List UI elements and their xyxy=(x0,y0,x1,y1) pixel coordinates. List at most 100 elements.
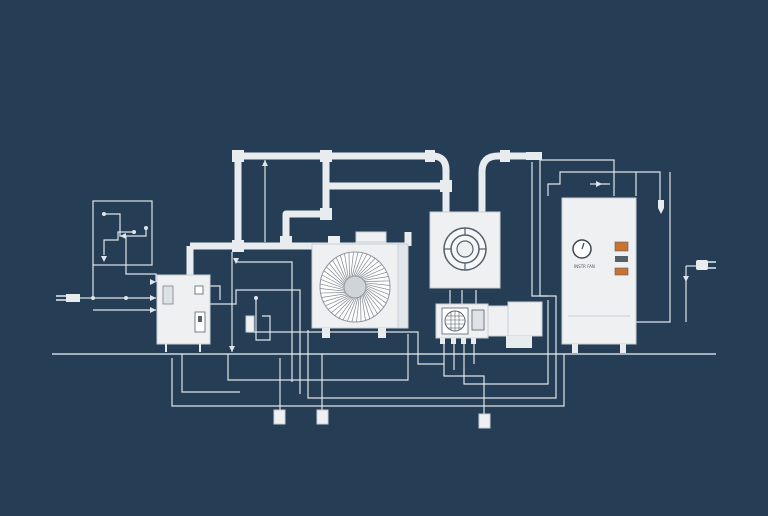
arrow-right-icon xyxy=(596,181,602,187)
fan-blade xyxy=(365,283,390,291)
pipe-coupling xyxy=(320,150,332,162)
control-box-body xyxy=(156,274,211,345)
fan-blade xyxy=(360,296,362,322)
wire xyxy=(210,289,301,394)
fan-blade xyxy=(321,293,347,298)
wire xyxy=(92,265,156,299)
condenser-side-panel xyxy=(397,243,409,329)
pump-grille-lines xyxy=(446,311,464,331)
ground-terminal xyxy=(273,409,286,425)
cabinet-foot xyxy=(620,344,626,353)
terminal-block xyxy=(245,315,255,333)
connector xyxy=(440,338,445,344)
electrical-cabinet: INSTR FAN xyxy=(561,197,637,353)
fan-blade xyxy=(347,297,357,322)
pipe-fittings xyxy=(232,150,542,252)
arrow-down-icon xyxy=(101,256,107,262)
arrow-right-icon xyxy=(150,279,156,285)
fan-blade xyxy=(320,279,345,289)
fan-blade xyxy=(360,264,383,278)
fan-hub xyxy=(343,275,367,299)
fan-blade xyxy=(325,295,349,307)
fan-blade xyxy=(353,252,363,277)
sensor-probe-icon xyxy=(658,200,664,214)
fan-blade xyxy=(351,252,359,277)
fan-blade xyxy=(344,253,349,279)
pipe-coupling xyxy=(500,150,510,162)
arrow-right-icon xyxy=(150,307,156,313)
arrow-up-icon xyxy=(262,160,268,166)
fan-blade xyxy=(365,285,390,295)
junction-dot xyxy=(144,226,148,230)
wire xyxy=(210,285,221,300)
pipe-main-loop xyxy=(234,152,450,246)
wire xyxy=(181,354,240,393)
fan-blade xyxy=(363,293,375,317)
cabinet-foot xyxy=(572,344,578,353)
pump-coupling-box xyxy=(471,309,485,331)
connector xyxy=(451,338,456,344)
fan-blade xyxy=(332,259,346,282)
fan-blade xyxy=(365,282,391,286)
fan-blade xyxy=(354,253,368,277)
indicator-panel xyxy=(614,267,629,276)
wire xyxy=(171,354,565,407)
fan-blade xyxy=(365,288,387,304)
pipe-coupling xyxy=(280,236,292,244)
fan-blade xyxy=(364,292,378,315)
fan-blade xyxy=(361,267,385,279)
right-power-plug xyxy=(696,260,716,270)
control-box-display xyxy=(194,285,204,295)
fan-blade xyxy=(350,251,354,277)
arrow-right-icon xyxy=(150,295,156,301)
fan-blade xyxy=(334,297,353,316)
pipe-air-handler-outlet xyxy=(478,152,528,212)
pipe-coupling xyxy=(425,150,435,162)
wire xyxy=(103,231,134,255)
motor-housing xyxy=(507,301,543,337)
motor-icon xyxy=(487,305,511,337)
junction-dot xyxy=(91,296,95,300)
control-box-indicator xyxy=(198,316,202,322)
control-box-top-panel xyxy=(162,285,174,305)
fan-blade xyxy=(362,271,387,280)
pipe-coupling xyxy=(232,240,244,252)
fan-blade xyxy=(335,257,347,281)
condenser-foot xyxy=(322,328,330,338)
fan-blade xyxy=(328,263,346,284)
blower-hub xyxy=(456,240,474,258)
junction-dot xyxy=(102,212,106,216)
pipe-coupling xyxy=(320,208,332,220)
arrow-down-icon xyxy=(683,276,689,282)
wire xyxy=(255,298,271,341)
fan-blade xyxy=(358,260,379,278)
air-handler xyxy=(429,211,501,289)
wire xyxy=(636,172,671,323)
fan-blade xyxy=(351,297,359,322)
condenser-unit xyxy=(311,231,409,338)
fan-blade xyxy=(319,288,345,292)
gauge-needle xyxy=(581,242,585,250)
fan-blade xyxy=(320,292,346,294)
ground-terminal xyxy=(478,413,491,429)
fan-blade xyxy=(364,280,390,282)
ground-terminals xyxy=(273,409,491,429)
pipe-coupling xyxy=(526,152,542,160)
wire xyxy=(547,171,661,200)
fan-blade xyxy=(323,270,345,286)
fan-blade xyxy=(361,295,366,321)
fan-blade xyxy=(363,276,389,281)
ground-terminal xyxy=(316,409,329,425)
arrow-down-icon xyxy=(229,346,235,352)
indicator-panel xyxy=(615,256,628,262)
fan-blade xyxy=(357,258,376,277)
cabinet-label: INSTR FAN xyxy=(574,264,595,269)
left-control-box xyxy=(156,274,211,352)
plug-icon xyxy=(696,260,708,270)
condenser-foot xyxy=(378,328,386,338)
fan-blade xyxy=(331,296,352,314)
pipe-drop xyxy=(282,186,330,240)
fan-blade xyxy=(326,266,345,285)
wire xyxy=(236,261,293,382)
pipe-coupling xyxy=(440,180,452,192)
